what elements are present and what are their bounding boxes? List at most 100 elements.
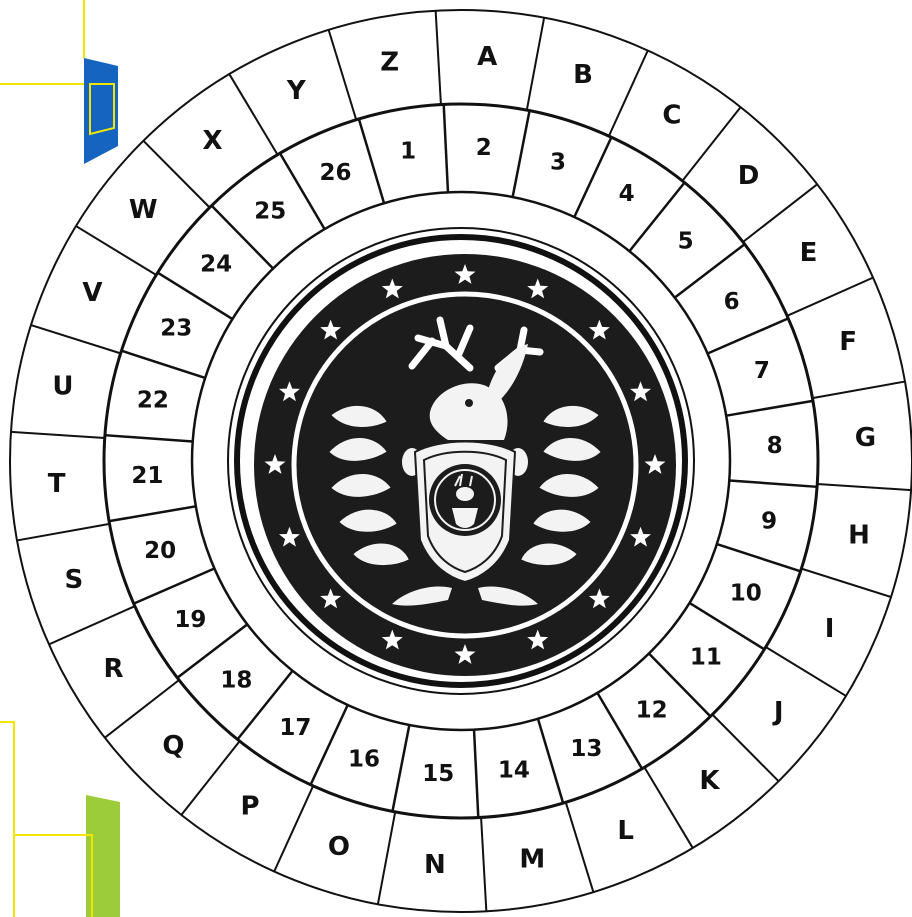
outer-divider bbox=[378, 812, 395, 904]
number-9: 9 bbox=[761, 508, 777, 534]
inner-divider bbox=[574, 137, 611, 217]
outer-divider bbox=[11, 432, 105, 438]
letter-o: O bbox=[328, 832, 350, 862]
inner-divider bbox=[105, 435, 193, 441]
number-10: 10 bbox=[730, 580, 762, 606]
inner-divider bbox=[629, 183, 684, 252]
number-21: 21 bbox=[131, 463, 163, 489]
outer-divider bbox=[609, 51, 648, 137]
letter-n: N bbox=[424, 850, 446, 880]
letter-w: W bbox=[129, 195, 158, 225]
inner-divider bbox=[690, 603, 765, 649]
inner-divider bbox=[538, 719, 563, 803]
outer-divider bbox=[566, 802, 594, 892]
outer-divider bbox=[682, 107, 740, 181]
letter-x: X bbox=[203, 126, 223, 156]
letter-f: F bbox=[839, 327, 857, 357]
outer-divider bbox=[743, 184, 817, 242]
letter-z: Z bbox=[380, 47, 399, 77]
letter-d: D bbox=[738, 161, 760, 191]
outer-divider bbox=[181, 741, 239, 815]
letter-j: J bbox=[772, 697, 784, 727]
outer-divider bbox=[801, 569, 891, 597]
outer-divider bbox=[712, 714, 778, 781]
letter-y: Y bbox=[286, 76, 307, 106]
number-14: 14 bbox=[498, 758, 530, 784]
outer-divider bbox=[105, 680, 179, 738]
number-25: 25 bbox=[254, 199, 286, 225]
number-26: 26 bbox=[320, 160, 352, 186]
outer-divider bbox=[229, 74, 277, 155]
inner-divider bbox=[474, 730, 478, 818]
letter-c: C bbox=[662, 100, 681, 130]
outer-divider bbox=[31, 325, 121, 353]
outer-divider bbox=[527, 18, 544, 110]
outer-divider bbox=[644, 767, 692, 848]
inner-divider bbox=[121, 351, 205, 378]
number-17: 17 bbox=[279, 715, 311, 741]
letter-l: L bbox=[617, 816, 634, 846]
outer-divider bbox=[76, 226, 156, 275]
number-20: 20 bbox=[144, 538, 176, 564]
letter-q: Q bbox=[162, 731, 184, 761]
number-23: 23 bbox=[160, 316, 192, 342]
corner-decor-top bbox=[0, 0, 118, 164]
outer-divider bbox=[274, 786, 313, 872]
number-11: 11 bbox=[690, 645, 722, 671]
outer-divider bbox=[481, 817, 486, 911]
letter-b: B bbox=[573, 60, 593, 90]
letter-m: M bbox=[519, 845, 545, 875]
number-2: 2 bbox=[476, 135, 492, 161]
inner-divider bbox=[134, 568, 215, 603]
inner-divider bbox=[311, 705, 348, 785]
number-7: 7 bbox=[754, 358, 770, 384]
letter-i: I bbox=[825, 614, 835, 644]
letter-u: U bbox=[52, 371, 73, 401]
number-12: 12 bbox=[636, 697, 668, 723]
inner-divider bbox=[158, 273, 233, 319]
inner-divider bbox=[109, 506, 196, 521]
outer-divider bbox=[17, 524, 110, 541]
number-4: 4 bbox=[619, 181, 635, 207]
outer-divider bbox=[329, 30, 357, 120]
inner-divider bbox=[444, 104, 448, 192]
number-3: 3 bbox=[550, 149, 566, 175]
number-15: 15 bbox=[422, 761, 454, 787]
outer-divider bbox=[787, 278, 873, 316]
letter-p: P bbox=[241, 792, 260, 822]
letter-a: A bbox=[477, 42, 497, 72]
emblem bbox=[254, 254, 676, 676]
number-24: 24 bbox=[200, 251, 232, 277]
letter-h: H bbox=[848, 521, 870, 551]
outer-divider bbox=[49, 606, 135, 644]
letter-g: G bbox=[855, 423, 876, 453]
inner-divider bbox=[717, 544, 801, 571]
inner-divider bbox=[729, 480, 817, 486]
inner-divider bbox=[726, 401, 813, 416]
number-13: 13 bbox=[570, 736, 602, 762]
number-6: 6 bbox=[724, 289, 740, 315]
number-1: 1 bbox=[400, 138, 416, 164]
letter-r: R bbox=[104, 654, 124, 684]
inner-divider bbox=[513, 111, 530, 197]
number-5: 5 bbox=[678, 229, 694, 255]
number-19: 19 bbox=[174, 607, 206, 633]
letter-e: E bbox=[800, 238, 818, 268]
letter-t: T bbox=[48, 469, 66, 499]
number-22: 22 bbox=[137, 388, 169, 414]
outer-divider bbox=[766, 647, 846, 696]
letter-v: V bbox=[82, 278, 102, 308]
inner-divider bbox=[280, 153, 325, 229]
outer-divider bbox=[436, 11, 441, 105]
corner-decor-bottom bbox=[0, 722, 120, 917]
number-8: 8 bbox=[767, 433, 783, 459]
number-16: 16 bbox=[348, 747, 380, 773]
number-18: 18 bbox=[220, 667, 252, 693]
letter-s: S bbox=[64, 565, 83, 595]
outer-divider bbox=[817, 484, 911, 490]
inner-divider bbox=[359, 119, 384, 203]
inner-divider bbox=[392, 725, 409, 811]
outer-divider bbox=[812, 382, 905, 399]
inner-divider bbox=[708, 318, 789, 353]
